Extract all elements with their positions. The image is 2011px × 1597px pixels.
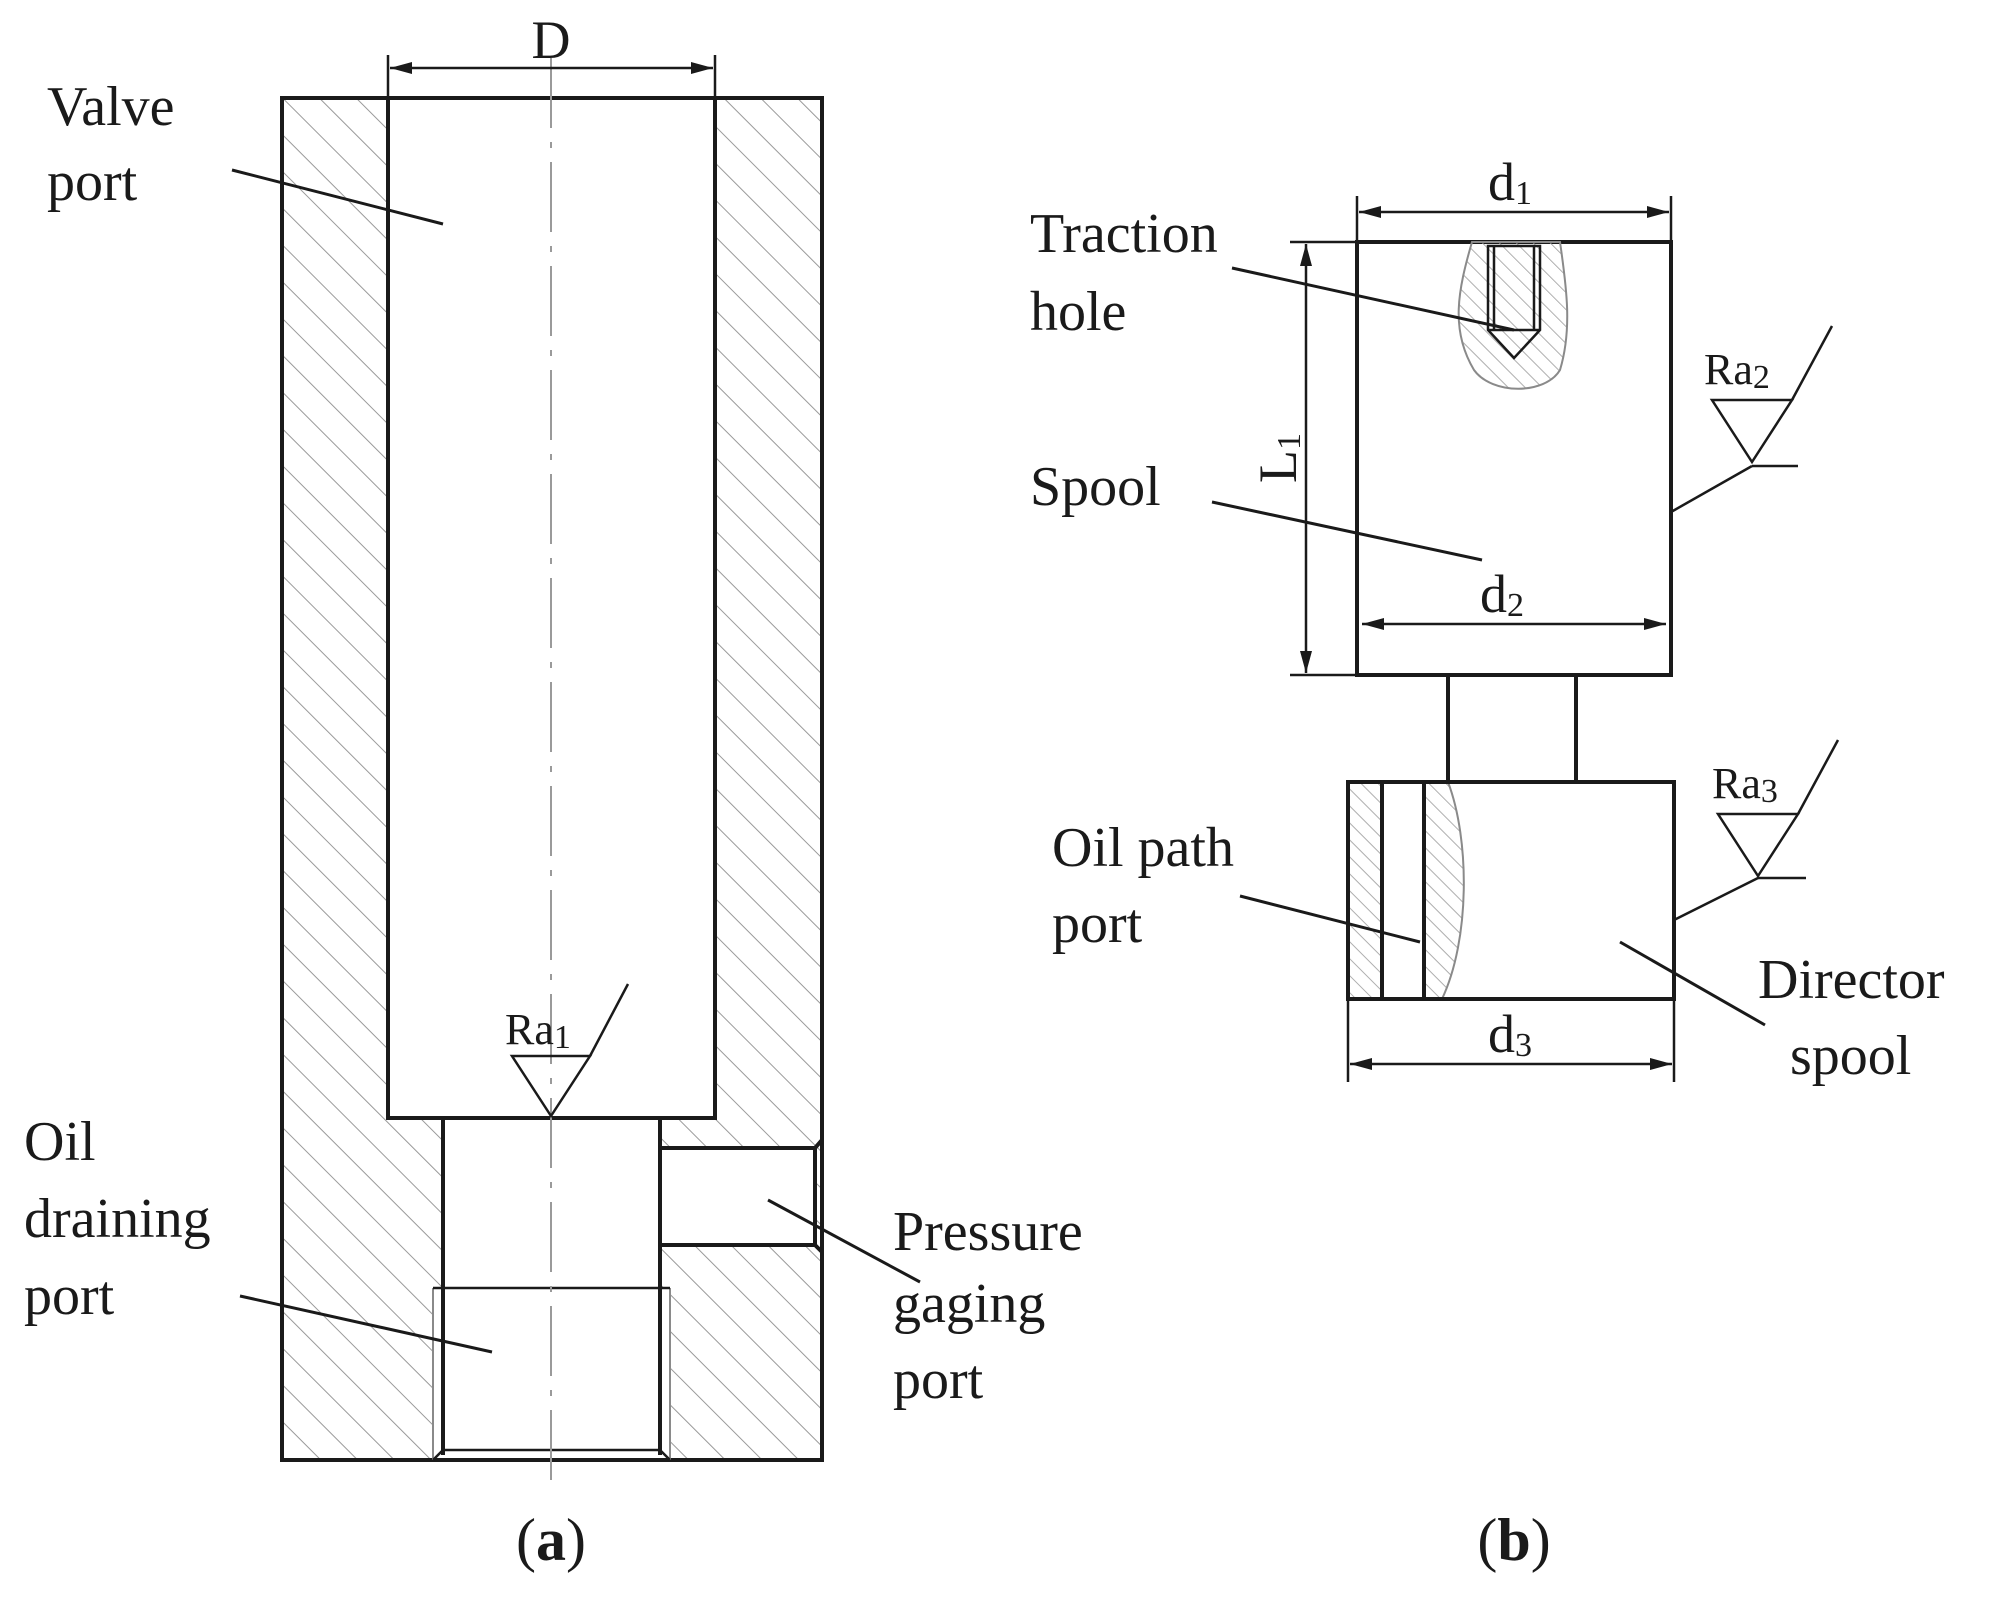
director-spool-body <box>1346 780 1676 1001</box>
leader-oil-draining <box>239 1294 493 1354</box>
dimension-D: D <box>386 10 717 98</box>
roughness-symbol-ra2: Ra2 <box>1670 325 1834 514</box>
oil-path-hatch-left <box>1348 782 1382 999</box>
valve-body-section <box>280 58 824 1490</box>
ra1-sub: 1 <box>554 1019 571 1056</box>
traction-hole-hatch <box>1457 241 1569 390</box>
leader-spool <box>1211 500 1483 562</box>
svg-text:d2: d2 <box>1480 564 1524 624</box>
ra2-base: Ra <box>1704 345 1753 394</box>
d3-sub: 3 <box>1515 1027 1532 1064</box>
label-director-1: Director <box>1758 949 1945 1011</box>
ra1-base: Ra <box>505 1005 554 1054</box>
label-valve-port-2: port <box>47 151 138 213</box>
dimension-d3: d3 <box>1346 999 1676 1082</box>
svg-text:Ra2: Ra2 <box>1704 345 1770 396</box>
traction-hole <box>1486 244 1542 360</box>
lower-bore <box>441 1118 662 1455</box>
label-oil-path-2: port <box>1052 893 1143 955</box>
dimension-d1: d1 <box>1355 152 1673 242</box>
oil-path-hatch-right <box>1424 782 1464 999</box>
director-spool-outline <box>1346 780 1676 1001</box>
d1-sub: 1 <box>1515 175 1532 212</box>
label-pressure-1: Pressure <box>893 1201 1083 1263</box>
caption-a: (a) <box>516 1507 586 1573</box>
label-director-2: spool <box>1790 1025 1911 1087</box>
ra2-sub: 2 <box>1753 359 1770 396</box>
spool-neck <box>1446 675 1578 782</box>
ra3-base: Ra <box>1712 759 1761 808</box>
ra3-sub: 3 <box>1761 773 1778 810</box>
oil-path-port-lines <box>1380 782 1426 999</box>
d2-base: d <box>1480 564 1507 624</box>
label-traction-2: hole <box>1030 281 1126 343</box>
leader-traction <box>1231 266 1515 332</box>
leader-valve-port <box>231 168 444 226</box>
roughness-symbol-ra1: Ra1 <box>505 983 630 1119</box>
spool-body <box>1355 240 1673 677</box>
leader-oil-path <box>1239 894 1421 944</box>
caption-b: (b) <box>1477 1507 1550 1573</box>
label-spool: Spool <box>1030 456 1161 518</box>
svg-text:L1: L1 <box>1248 433 1308 483</box>
leader-pressure <box>767 1198 921 1284</box>
svg-text:d1: d1 <box>1488 152 1532 212</box>
d3-base: d <box>1488 1004 1515 1064</box>
label-oil-draining-3: port <box>24 1265 115 1327</box>
dimension-D-label: D <box>532 10 571 70</box>
svg-text:Ra3: Ra3 <box>1712 759 1778 810</box>
label-traction-1: Traction <box>1030 203 1218 265</box>
svg-text:Ra1: Ra1 <box>505 1005 571 1056</box>
leader-director <box>1619 940 1766 1027</box>
label-oil-path-1: Oil path <box>1052 817 1234 879</box>
label-oil-draining-1: Oil <box>24 1111 96 1173</box>
d1-base: d <box>1488 152 1515 212</box>
L1-base: L <box>1248 450 1308 483</box>
label-pressure-2: gaging <box>893 1273 1045 1335</box>
label-oil-draining-2: draining <box>24 1188 211 1250</box>
dimension-d2: d2 <box>1362 564 1666 630</box>
svg-text:d3: d3 <box>1488 1004 1532 1064</box>
L1-sub: 1 <box>1271 433 1308 450</box>
roughness-symbol-ra3: Ra3 <box>1673 739 1840 922</box>
label-pressure-3: port <box>893 1349 984 1411</box>
d2-sub: 2 <box>1507 587 1524 624</box>
pressure-port-bore <box>660 1138 824 1254</box>
label-valve-port-1: Valve <box>47 76 175 138</box>
dimension-L1: L1 <box>1248 240 1357 677</box>
